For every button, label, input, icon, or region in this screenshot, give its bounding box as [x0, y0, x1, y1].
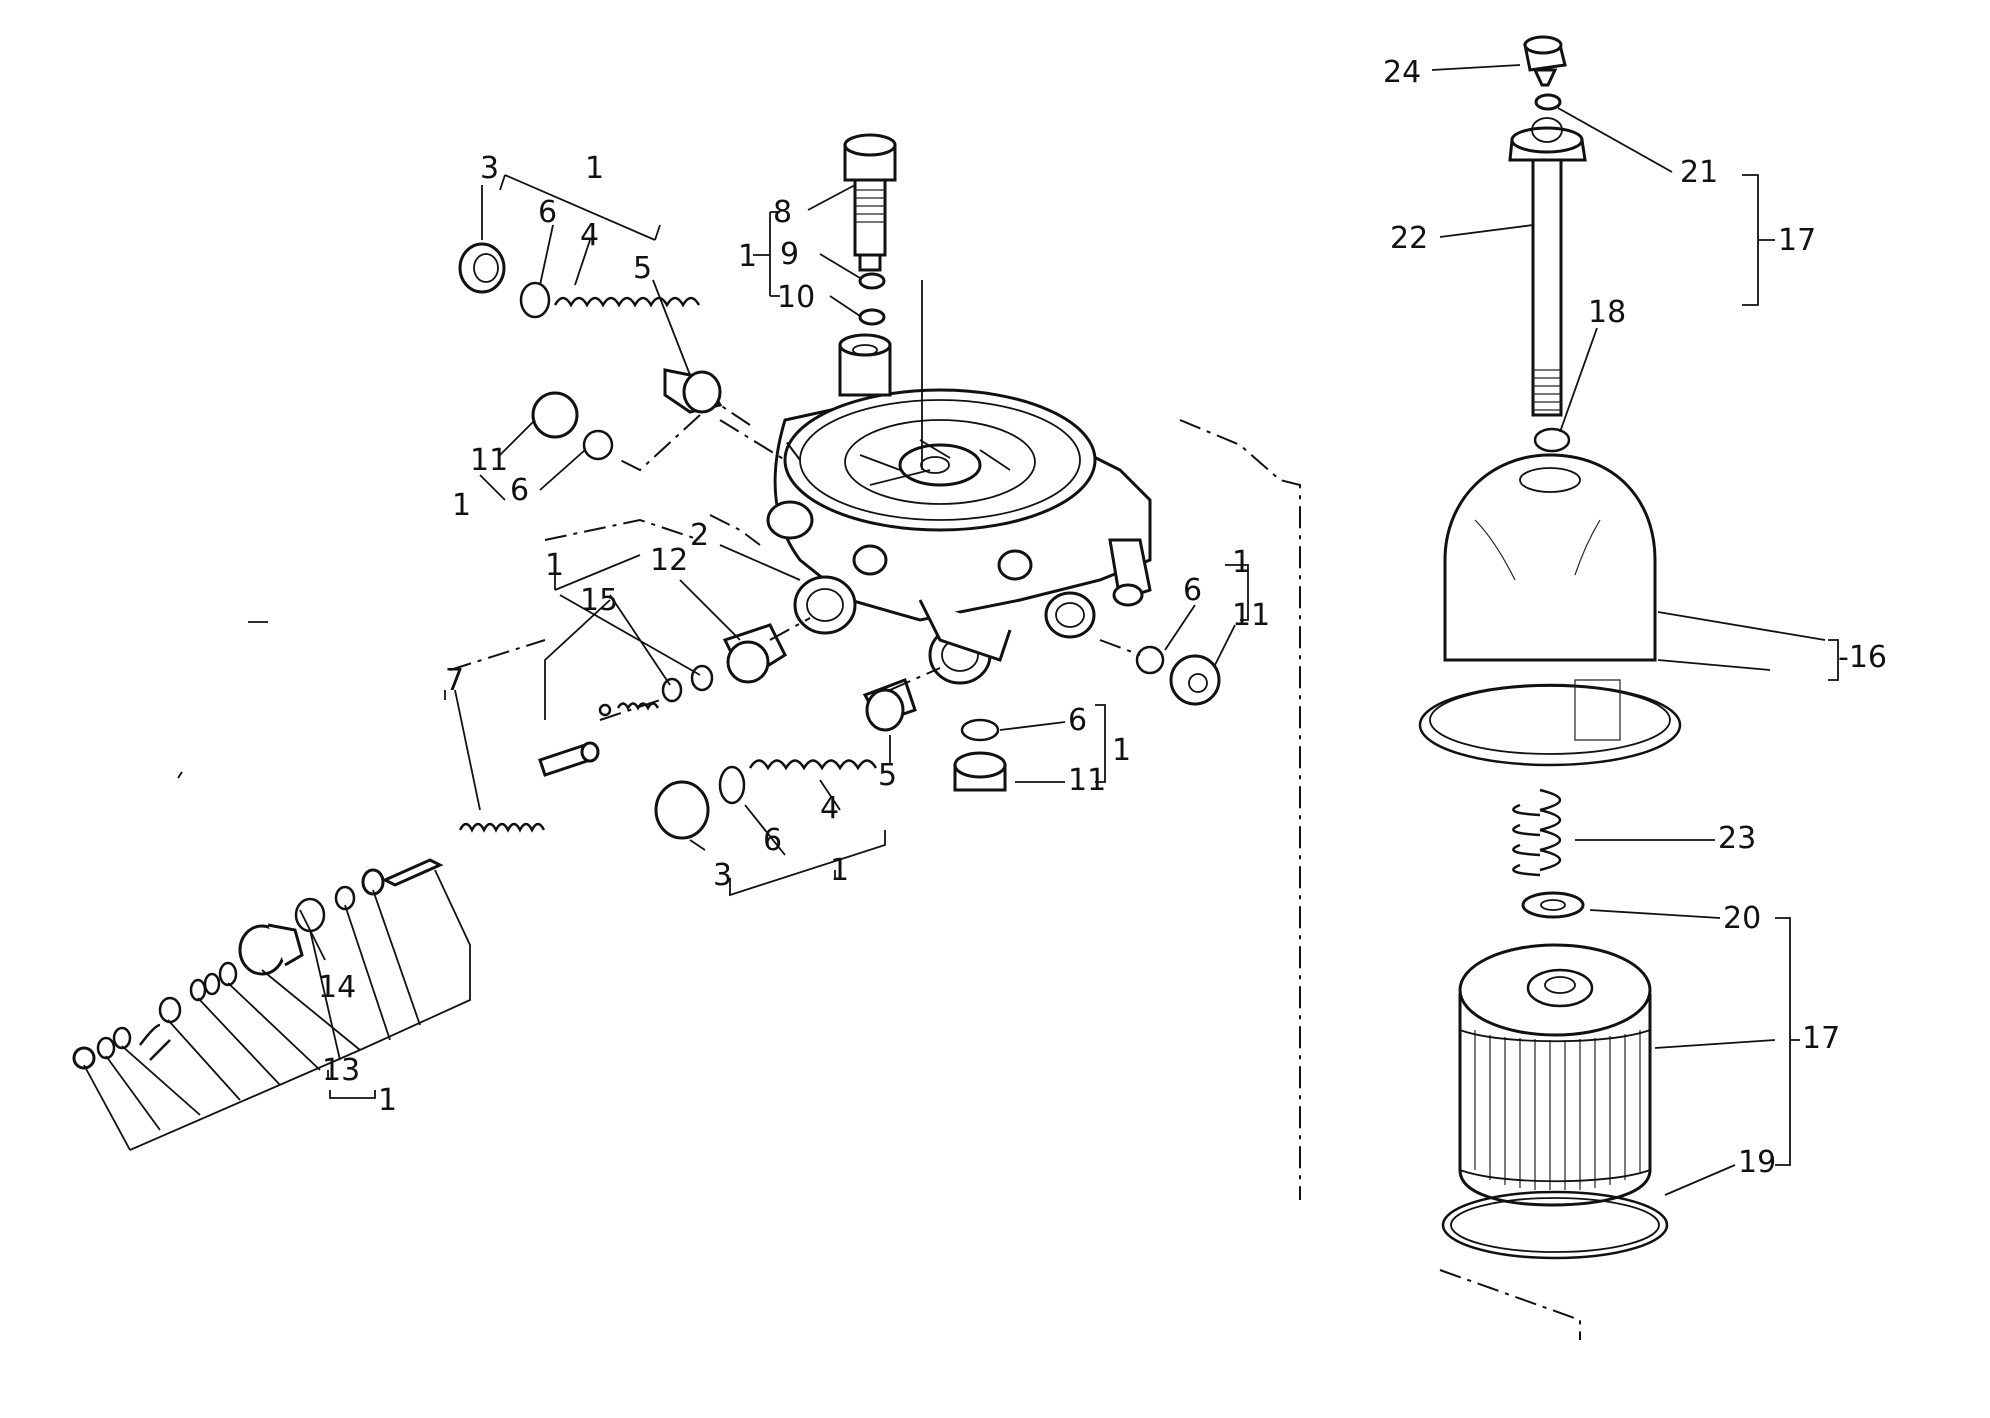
parts-chain-13	[72, 868, 385, 1070]
label-1-lower: 1	[830, 853, 849, 888]
label-22: 22	[1390, 221, 1428, 256]
label-4-lower: 4	[820, 791, 839, 826]
label-5-lower: 5	[878, 758, 897, 793]
label-5-top: 5	[633, 251, 652, 286]
label-19: 19	[1738, 1145, 1776, 1180]
ring-6-right	[1135, 645, 1165, 675]
label-6-top: 6	[538, 195, 557, 230]
label-1-chain: 1	[378, 1083, 397, 1118]
label-3-lower: 3	[713, 858, 732, 893]
filter-element-17	[1458, 943, 1652, 1207]
label-21: 21	[1680, 155, 1718, 190]
center-bolt-22	[1508, 117, 1587, 417]
washer-21	[1534, 93, 1562, 111]
label-6-lower: 6	[763, 823, 782, 858]
label-17-top: 17	[1778, 223, 1816, 258]
plug-11-upper	[531, 391, 579, 439]
label-18: 18	[1588, 295, 1626, 330]
label-13: 13	[322, 1053, 360, 1088]
label-1-mid: 1	[545, 548, 564, 583]
filter-cap-bolt-24	[1523, 35, 1567, 87]
label-20: 20	[1723, 901, 1761, 936]
washer-10	[858, 308, 886, 326]
banjo-bolt-8	[843, 133, 897, 272]
leader-lines	[83, 64, 1839, 1196]
label-2: 2	[690, 518, 709, 553]
label-6-upper: 6	[510, 473, 529, 508]
label-1-top: 1	[585, 151, 604, 186]
o-ring-19	[1441, 1190, 1669, 1260]
label-23: 23	[1718, 821, 1756, 856]
ring-6-upper	[582, 429, 614, 461]
label-4-top: 4	[580, 218, 599, 253]
label-7: 7	[445, 663, 464, 698]
label-10: 10	[777, 280, 815, 315]
filter-head-body	[766, 333, 1152, 685]
label-6-bottom: 6	[1068, 703, 1087, 738]
washer-20	[1521, 891, 1585, 919]
label-1-bottom: 1	[1112, 733, 1131, 768]
label-1-bolt: 1	[738, 239, 757, 274]
label-16: -16	[1838, 640, 1887, 675]
label-3-top: 3	[480, 151, 499, 186]
assembly-dash-lines	[449, 404, 1581, 1340]
spring-23	[1512, 788, 1562, 877]
label-8: 8	[773, 195, 792, 230]
label-17-bottom: 17	[1802, 1021, 1840, 1056]
label-9: 9	[780, 237, 799, 272]
label-14: 14	[318, 970, 356, 1005]
label-12: 12	[650, 543, 688, 578]
filter-bowl-16	[1418, 453, 1682, 767]
washer-9	[858, 272, 886, 290]
upper-valve-parts	[458, 242, 723, 414]
label-11-right: 11	[1232, 598, 1270, 633]
o-ring-18	[1533, 427, 1571, 453]
ring-6-lower	[960, 718, 1000, 742]
label-11-upper: 11	[470, 443, 508, 478]
label-24: 24	[1383, 55, 1421, 90]
label-1-upper: 1	[452, 488, 471, 523]
label-15: 15	[580, 583, 618, 618]
label-1-right: 1	[1232, 545, 1251, 580]
label-6-right: 6	[1183, 573, 1202, 608]
part-labels: 3 1 6 4 5 8 1 9 10 11 6 1 2 1 12 15 7 14…	[318, 55, 1887, 1180]
plug-11-right	[1169, 654, 1221, 706]
lower-valve-parts	[654, 678, 917, 840]
label-11-bottom: 11	[1068, 763, 1106, 798]
